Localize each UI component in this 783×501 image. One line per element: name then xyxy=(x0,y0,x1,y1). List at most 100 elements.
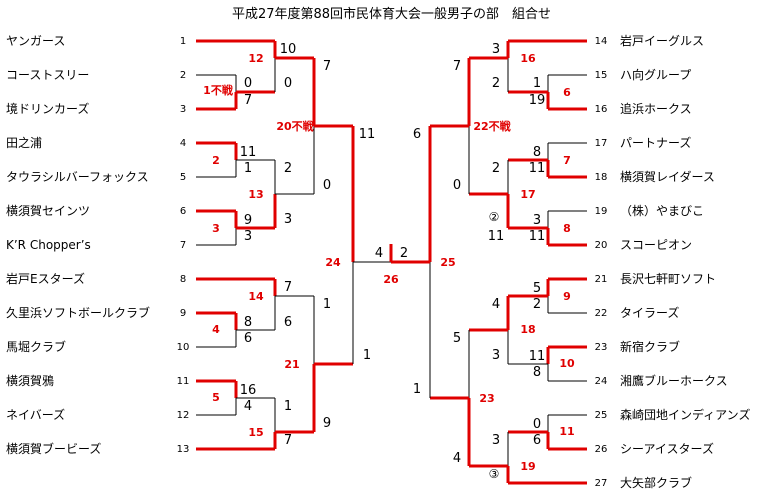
left-seed-number: 13 xyxy=(176,444,190,455)
left-team-9: 久里浜ソフトボールクラブ xyxy=(6,306,151,320)
score: 11 xyxy=(239,145,257,160)
score: 10 xyxy=(279,42,297,57)
left-seed-number: 8 xyxy=(179,274,187,285)
left-seed-number: 2 xyxy=(179,70,187,81)
right-seed-number: 15 xyxy=(594,70,608,81)
match-number: 20不戦 xyxy=(276,120,314,133)
score: 2 xyxy=(283,161,293,176)
match-number: 7 xyxy=(563,154,571,167)
score: 1 xyxy=(532,76,542,91)
left-team-5: タウラシルバーフォックス xyxy=(6,170,149,184)
left-seed-number: 6 xyxy=(179,206,187,217)
right-seed-number: 26 xyxy=(594,444,608,455)
right-seed-number: 18 xyxy=(594,172,608,183)
left-team-4: 田之浦 xyxy=(6,136,43,150)
match-number: 6 xyxy=(563,86,571,99)
right-team-15: ハ向グループ xyxy=(620,68,692,82)
circled-number-3: ③ xyxy=(488,467,500,481)
right-seed-number: 24 xyxy=(594,376,608,387)
left-team-3: 境ドリンカーズ xyxy=(6,102,90,116)
score: 7 xyxy=(283,433,293,448)
left-team-10: 馬堀クラブ xyxy=(6,340,67,354)
right-seed-number: 20 xyxy=(594,240,608,251)
match-number: 4 xyxy=(212,323,220,336)
left-team-7: K’R Chopper’s xyxy=(6,238,91,252)
right-team-23: 新宿クラブ xyxy=(620,340,681,354)
score: 11 xyxy=(358,127,376,142)
score: 5 xyxy=(532,281,542,296)
left-seed-number: 9 xyxy=(179,308,187,319)
match-number: 10 xyxy=(559,357,575,370)
right-team-17: パートナーズ xyxy=(620,136,692,150)
left-team-11: 横須賀鴉 xyxy=(6,374,55,388)
left-team-13: 横須賀ブービーズ xyxy=(6,442,102,456)
score: 1 xyxy=(243,161,253,176)
score: 9 xyxy=(243,213,253,228)
right-team-27: 大矢部クラブ xyxy=(620,476,693,490)
score: 11 xyxy=(528,229,546,244)
left-seed-number: 10 xyxy=(176,342,190,353)
match-number: 11 xyxy=(559,425,575,438)
score: 3 xyxy=(243,229,253,244)
match-number: 2 xyxy=(212,154,220,167)
right-team-24: 湘鷹ブルーホークス xyxy=(620,374,728,388)
score: 2 xyxy=(532,297,542,312)
score: 8 xyxy=(532,145,542,160)
right-seed-number: 14 xyxy=(594,36,608,47)
right-team-18: 横須賀レイダース xyxy=(620,170,715,184)
score: 7 xyxy=(322,59,332,74)
score: 3 xyxy=(491,433,501,448)
score: 2 xyxy=(399,246,409,261)
circled-number-2: ② xyxy=(488,210,500,224)
left-team-2: コーストスリー xyxy=(6,68,90,82)
score: 1 xyxy=(322,297,332,312)
left-team-8: 岩戸Eスターズ xyxy=(6,272,85,286)
right-seed-number: 16 xyxy=(594,104,608,115)
score: 9 xyxy=(322,416,332,431)
score: 4 xyxy=(452,451,462,466)
left-seed-number: 12 xyxy=(176,410,190,421)
match-number: 3 xyxy=(212,222,220,235)
right-team-14: 岩戸イーグルス xyxy=(620,34,705,48)
score: 3 xyxy=(532,213,542,228)
score: 11 xyxy=(487,229,505,244)
score: 0 xyxy=(283,76,293,91)
right-seed-number: 25 xyxy=(594,410,608,421)
score: 1 xyxy=(362,348,372,363)
score: 4 xyxy=(491,297,501,312)
score: 11 xyxy=(528,161,546,176)
right-team-25: 森崎団地インディアンズ xyxy=(620,408,751,422)
score: 3 xyxy=(283,212,293,227)
score: 7 xyxy=(243,93,253,108)
match-number: 12 xyxy=(248,52,264,65)
right-team-22: タイラーズ xyxy=(620,306,680,320)
score: 0 xyxy=(243,76,253,91)
score: 4 xyxy=(243,399,253,414)
page-title: 平成27年度第88回市民体育大会一般男子の部 組合せ xyxy=(231,7,552,22)
match-number: 17 xyxy=(520,188,536,201)
match-number: 24 xyxy=(325,256,341,269)
score: 1 xyxy=(283,399,293,414)
match-number: 15 xyxy=(248,426,264,439)
right-seed-number: 19 xyxy=(594,206,608,217)
score: 6 xyxy=(283,315,293,330)
score: 0 xyxy=(532,417,542,432)
score: 8 xyxy=(243,315,253,330)
score: 1 xyxy=(412,382,422,397)
score: 5 xyxy=(452,331,462,346)
right-team-26: シーアイスターズ xyxy=(620,442,714,456)
right-seed-number: 27 xyxy=(594,478,608,489)
right-seed-number: 22 xyxy=(594,308,608,319)
match-number: 9 xyxy=(563,290,571,303)
score: 16 xyxy=(239,383,257,398)
right-team-19: （株）やまびこ xyxy=(620,204,705,218)
score: 6 xyxy=(532,433,542,448)
match-number: 8 xyxy=(563,222,571,235)
right-team-21: 長沢七軒町ソフト xyxy=(620,272,717,286)
left-seed-number: 4 xyxy=(179,138,187,149)
left-seed-number: 7 xyxy=(179,240,187,251)
right-seed-number: 21 xyxy=(594,274,608,285)
match-number: 22不戦 xyxy=(473,120,511,133)
score: 3 xyxy=(491,42,501,57)
